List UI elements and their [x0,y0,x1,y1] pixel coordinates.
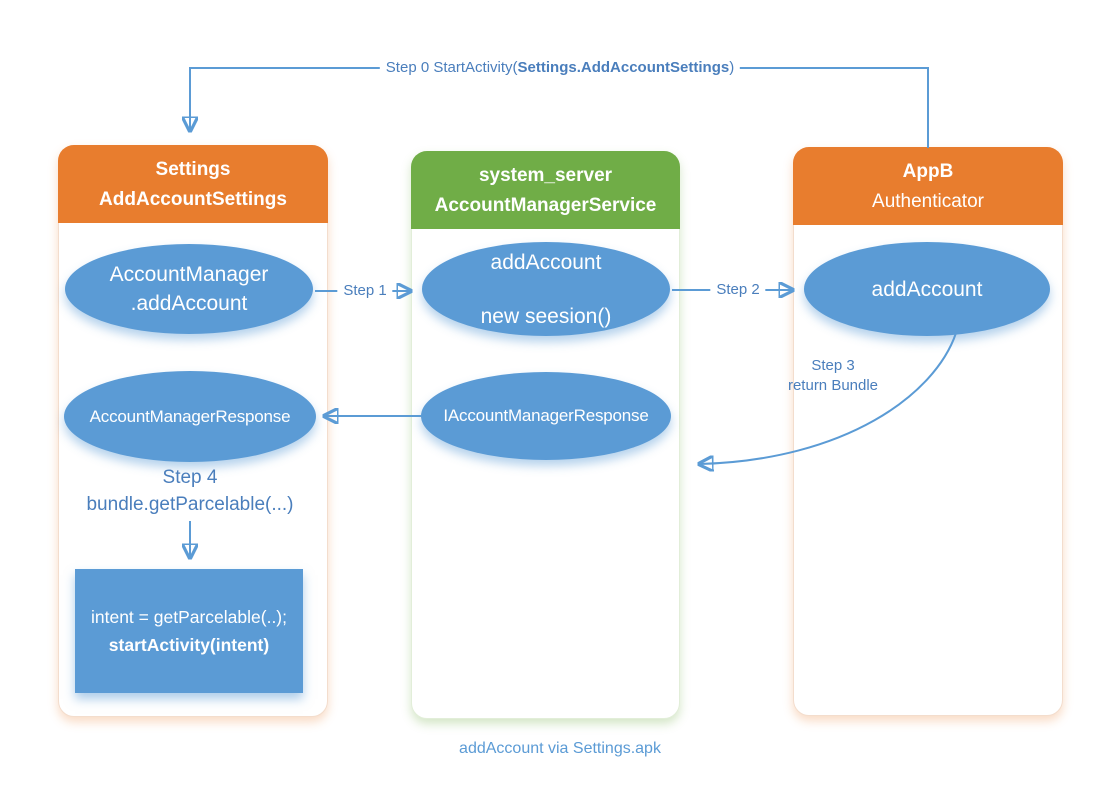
node-ams-addaccount: addAccount new seesion() [422,242,670,336]
lane-system-server-header: system_server AccountManagerService [411,151,680,229]
label-step4-line1: Step 4 [162,467,218,488]
lane-appb: AppB Authenticator [793,147,1063,716]
label-step1: Step 1 [337,281,393,301]
label-step2: Step 2 [710,280,766,300]
label-step0-bold: Settings.AddAccountSettings [517,59,730,76]
node-authenticator-addaccount: addAccount [804,242,1050,336]
node-authenticator-addaccount-label: addAccount [871,277,983,301]
lane-appb-title-line1: AppB [902,160,954,182]
label-step3-line2: return Bundle [787,377,879,394]
lane-settings-header: Settings AddAccountSettings [58,145,328,223]
arrow-step0 [190,67,929,148]
intent-box-line2: startActivity(intent) [108,635,270,655]
node-ams-addaccount-line1: addAccount [490,250,602,274]
node-accountmanagerresponse: AccountManagerResponse [64,371,316,462]
label-step3: Step 3 return Bundle [788,356,878,396]
node-iaccountmanagerresponse-label: IAccountManagerResponse [443,406,649,425]
lane-system-server-title-line2: AccountManagerService [434,194,657,216]
node-ams-addaccount-line2: new seesion() [480,304,612,328]
label-step0-prefix: Step 0 StartActivity( [385,59,518,76]
lane-settings-title-line1: Settings [155,158,231,180]
node-intent-startactivity-box: intent = getParcelable(..); startActivit… [75,569,303,693]
node-accountmanager-addaccount-line1: AccountManager [109,263,269,286]
node-iaccountmanagerresponse: IAccountManagerResponse [421,372,671,460]
node-accountmanagerresponse-label: AccountManagerResponse [89,406,291,426]
label-step4-line2: bundle.getParcelable(...) [86,494,294,515]
node-accountmanager-addaccount-line2: .addAccount [130,292,248,315]
lane-appb-header: AppB Authenticator [793,147,1063,225]
label-step0: Step 0 StartActivity(Settings.AddAccount… [379,58,741,78]
label-step4: Step 4 bundle.getParcelable(...) [86,464,293,518]
label-step3-line1: Step 3 [811,357,855,374]
lane-settings-title-line2: AddAccountSettings [99,188,287,210]
label-step0-suffix: ) [729,59,735,76]
node-accountmanager-addaccount: AccountManager .addAccount [65,244,313,334]
diagram-caption: addAccount via Settings.apk [459,740,661,757]
lane-system-server-title-line1: system_server [478,164,613,186]
lane-appb-title-line2: Authenticator [872,190,984,212]
intent-box-line1: intent = getParcelable(..); [90,607,287,627]
